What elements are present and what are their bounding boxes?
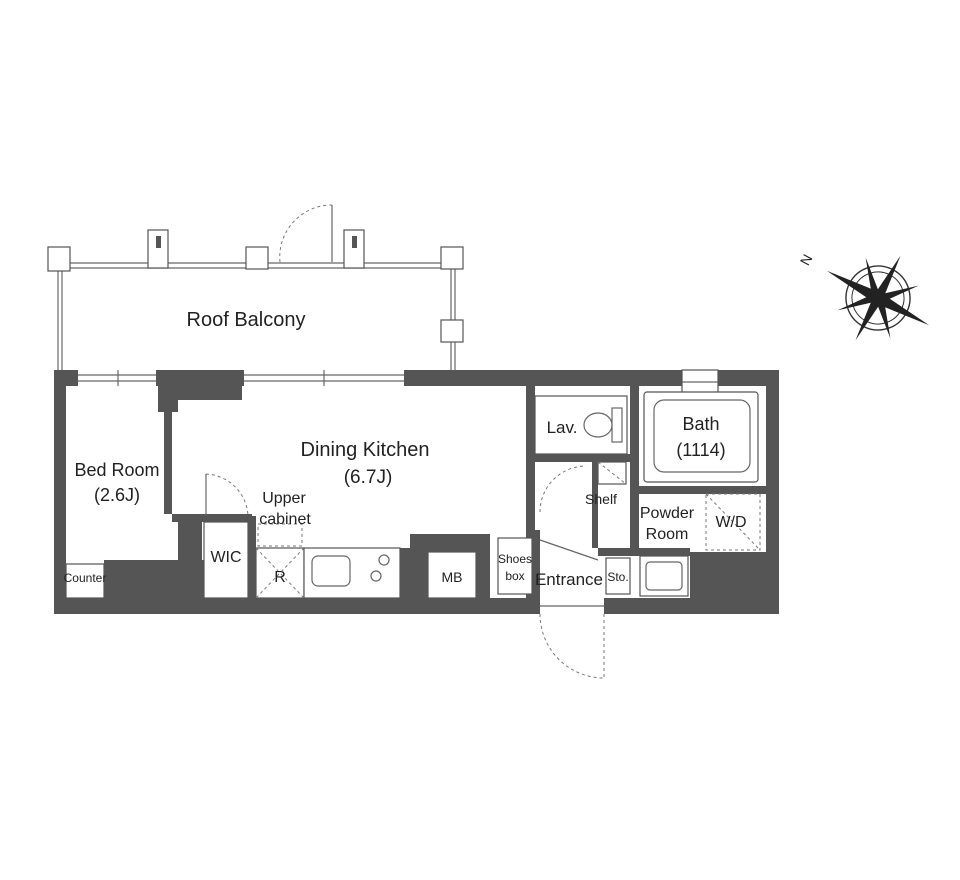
compass-north-label: N: [797, 251, 816, 267]
lavatory-label: Lav.: [547, 418, 578, 437]
washer-dryer-label: W/D: [715, 514, 746, 531]
roof-balcony-label: Roof Balcony: [187, 309, 306, 331]
powder-room-label-line1: Powder: [640, 505, 695, 522]
dining-kitchen-label: Dining Kitchen: [301, 439, 430, 461]
bath-label: Bath: [682, 414, 719, 434]
wic-label: WIC: [210, 549, 241, 566]
storage-label: Sto.: [607, 570, 628, 584]
upper-cabinet-label-line1: Upper: [262, 490, 306, 507]
bed-room-size: (2.6J): [94, 485, 140, 505]
shoes-box-label-line2: box: [505, 569, 524, 583]
shoes-box-label-line1: Shoes: [498, 552, 532, 566]
windows: [78, 369, 719, 397]
upper-cabinet-label-line2: cabinet: [259, 511, 311, 528]
roof-balcony-railing: [47, 204, 464, 370]
refrigerator-label: R: [274, 569, 286, 586]
shelf-label: Shelf: [585, 491, 617, 507]
entrance-label: Entrance: [535, 570, 603, 589]
interior-walls: [164, 386, 766, 614]
powder-room-label-line2: Room: [646, 526, 689, 543]
counter-label: Counter: [64, 571, 107, 585]
fixtures: [65, 391, 761, 679]
mb-label: MB: [442, 569, 463, 585]
bath-size: (1114): [676, 440, 725, 460]
compass-icon: [826, 255, 930, 341]
dining-kitchen-size: (6.7J): [344, 467, 393, 488]
bed-room-label: Bed Room: [74, 460, 159, 480]
